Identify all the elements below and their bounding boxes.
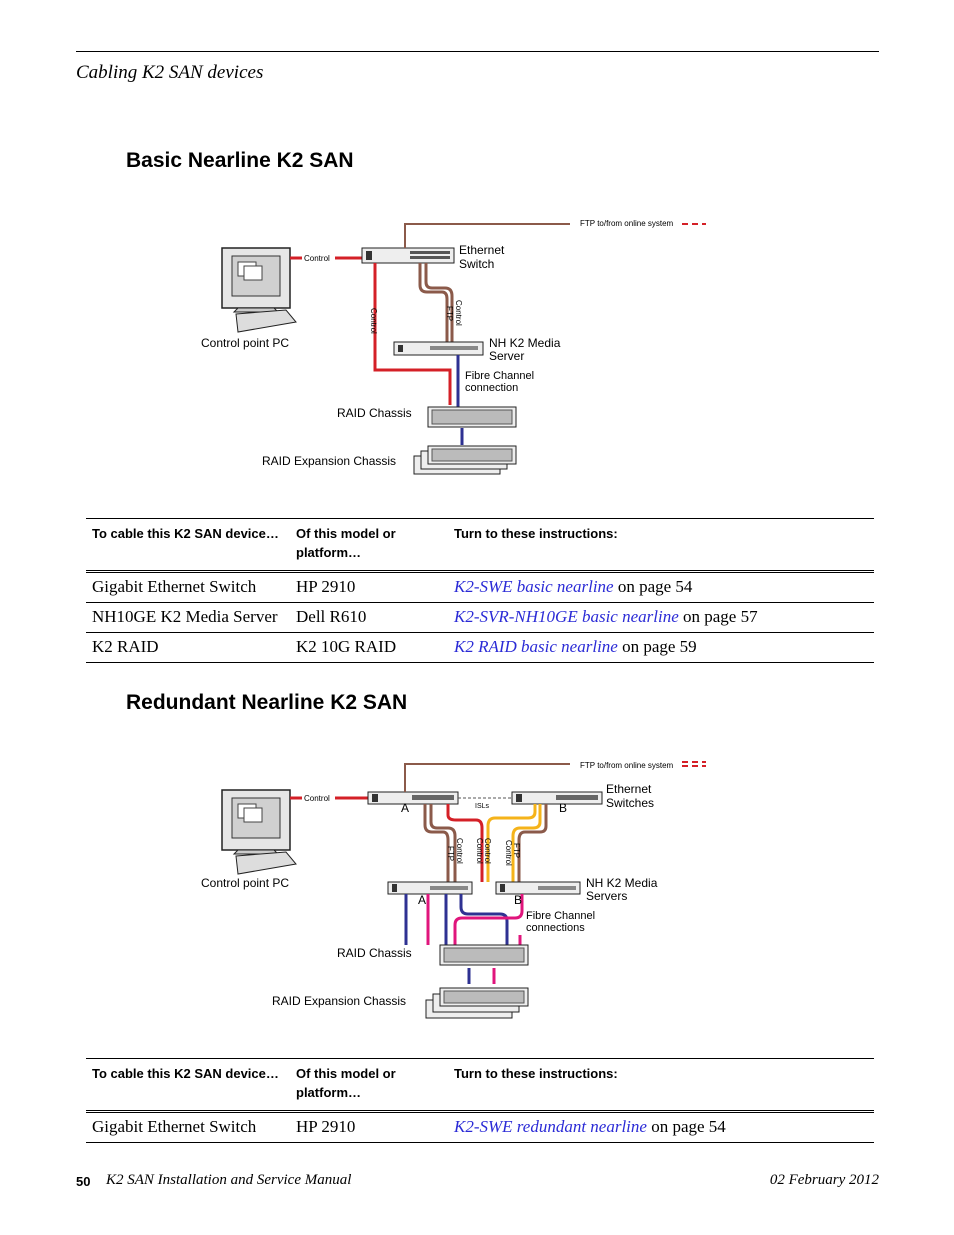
col-header-instructions: Turn to these instructions: xyxy=(454,1066,618,1081)
fibre-label-2: connection xyxy=(465,382,518,394)
redundant-cabling-table: To cable this K2 SAN device… Of this mod… xyxy=(86,1058,874,1143)
v-ftp-label: FTP xyxy=(446,846,455,861)
cell-instructions: K2-SWE redundant nearline on page 54 xyxy=(448,1111,874,1143)
cell-model: Dell R610 xyxy=(290,602,448,633)
manual-title: K2 SAN Installation and Service Manual xyxy=(106,1172,352,1188)
raid-chassis-label: RAID Chassis xyxy=(337,946,412,960)
table-row: NH10GE K2 Media Server Dell R610 K2-SVR-… xyxy=(86,602,874,633)
media-server-label-1: NH K2 Media xyxy=(489,336,561,350)
v-control-label: Control xyxy=(455,838,464,864)
control-point-pc-label: Control point PC xyxy=(201,336,289,350)
ethernet-switches-label-2: Switches xyxy=(606,796,654,810)
raid-chassis-icon xyxy=(439,944,529,966)
isls-label: ISLs xyxy=(475,803,490,810)
server-b-label: B xyxy=(514,893,522,907)
control-point-pc-label: Control point PC xyxy=(201,876,289,890)
cell-device: NH10GE K2 Media Server xyxy=(86,602,290,633)
switch-a-label: A xyxy=(401,801,409,815)
media-server-b-icon xyxy=(495,881,581,895)
raid-expansion-label: RAID Expansion Chassis xyxy=(262,454,396,468)
redundant-nearline-diagram: FTP to/from online system Control ISLs A… xyxy=(201,761,706,1019)
cell-device: Gigabit Ethernet Switch xyxy=(86,1111,290,1143)
vertical-control-label: Control xyxy=(369,308,378,334)
ethernet-switch-icon xyxy=(361,247,455,264)
vertical-ftp-label: FTP xyxy=(445,306,454,321)
section-title-redundant: Redundant Nearline K2 SAN xyxy=(126,691,408,714)
media-servers-label-1: NH K2 Media xyxy=(586,876,658,890)
raid-expansion-chassis-icon xyxy=(425,987,529,1019)
v-control-label-2: Control xyxy=(475,838,484,864)
header-rule xyxy=(76,51,879,52)
server-a-label: A xyxy=(418,893,426,907)
media-server-label-2: Server xyxy=(489,349,524,363)
v-ftp-label-2: FTP xyxy=(512,843,521,858)
raid-chassis-label: RAID Chassis xyxy=(337,406,412,420)
section-title-basic: Basic Nearline K2 SAN xyxy=(126,149,354,172)
control-point-pc-icon xyxy=(221,247,297,333)
basic-nearline-diagram: FTP to/from online system Control Ethern… xyxy=(201,219,706,475)
raid-expansion-chassis-icon xyxy=(413,445,517,475)
fibre-label-1: Fibre Channel xyxy=(526,910,595,922)
instruction-link[interactable]: K2-SWE basic nearline xyxy=(454,577,614,596)
switch-b-label: B xyxy=(559,801,567,815)
ethernet-switch-label-1: Ethernet xyxy=(459,243,505,257)
running-head: Cabling K2 SAN devices xyxy=(76,62,264,83)
cell-model: HP 2910 xyxy=(290,1111,448,1143)
media-servers-label-2: Servers xyxy=(586,889,627,903)
cell-instructions: K2 RAID basic nearline on page 59 xyxy=(448,632,874,663)
ethernet-switch-label-2: Switch xyxy=(459,257,494,271)
basic-cabling-table: To cable this K2 SAN device… Of this mod… xyxy=(86,518,874,663)
raid-chassis-icon xyxy=(427,406,517,428)
page-number: 50 xyxy=(76,1174,91,1189)
v-control-label-3: Control xyxy=(483,838,492,864)
table-row: Gigabit Ethernet Switch HP 2910 K2-SWE b… xyxy=(86,571,874,603)
fibre-label-1: Fibre Channel xyxy=(465,370,534,382)
instruction-link[interactable]: K2 RAID basic nearline xyxy=(454,637,618,656)
raid-expansion-label: RAID Expansion Chassis xyxy=(272,994,406,1008)
footer-date: 02 February 2012 xyxy=(769,1172,879,1188)
ethernet-switch-b-icon xyxy=(511,791,603,805)
table-row: Gigabit Ethernet Switch HP 2910 K2-SWE r… xyxy=(86,1111,874,1143)
ethernet-switches-label-1: Ethernet xyxy=(606,782,652,796)
ftp-label: FTP to/from online system xyxy=(580,761,674,770)
col-header-device: To cable this K2 SAN device… xyxy=(92,1066,279,1081)
instruction-link[interactable]: K2-SWE redundant nearline xyxy=(454,1117,647,1136)
vertical-control-label-2: Control xyxy=(454,300,463,326)
col-header-instructions: Turn to these instructions: xyxy=(454,526,618,541)
control-label: Control xyxy=(304,254,330,263)
control-point-pc-icon xyxy=(221,789,297,875)
cell-device: K2 RAID xyxy=(86,632,290,663)
cell-instructions: K2-SVR-NH10GE basic nearline on page 57 xyxy=(448,602,874,633)
cell-instructions: K2-SWE basic nearline on page 54 xyxy=(448,571,874,603)
instruction-link[interactable]: K2-SVR-NH10GE basic nearline xyxy=(454,607,679,626)
ethernet-switch-a-icon xyxy=(367,791,459,805)
cell-model: K2 10G RAID xyxy=(290,632,448,663)
media-server-icon xyxy=(393,341,484,356)
media-server-a-icon xyxy=(387,881,473,895)
col-header-device: To cable this K2 SAN device… xyxy=(92,526,279,541)
cell-device: Gigabit Ethernet Switch xyxy=(86,571,290,603)
ftp-label: FTP to/from online system xyxy=(580,219,674,228)
fibre-label-2: connections xyxy=(526,922,585,934)
cell-model: HP 2910 xyxy=(290,571,448,603)
table-row: K2 RAID K2 10G RAID K2 RAID basic nearli… xyxy=(86,632,874,663)
control-label: Control xyxy=(304,794,330,803)
v-control-label-4: Control xyxy=(504,840,513,866)
